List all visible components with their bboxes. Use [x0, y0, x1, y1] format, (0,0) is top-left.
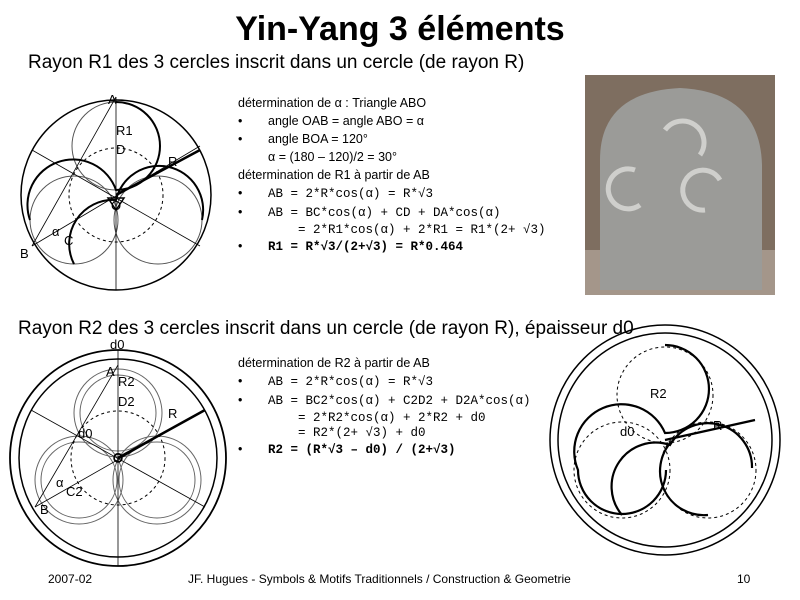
formula-line: = 2*R2*cos(α) + 2*R2 + d0 [298, 411, 486, 425]
footer-date: 2007-02 [48, 572, 93, 586]
right-label-r: R [713, 418, 722, 433]
stone-photo [585, 75, 775, 295]
formula-result: R1 = R*√3/(2+√3) = R*0.464 [268, 240, 464, 254]
label-d2: D2 [118, 394, 135, 409]
formula-line: AB = 2*R*cos(α) = R*√3 [268, 187, 434, 201]
label-a-2: A [106, 364, 115, 379]
outer-circle-3 [549, 324, 781, 556]
slide-title: Yin-Yang 3 éléments [235, 10, 565, 48]
label-o-2: O [113, 450, 123, 465]
text-line: détermination de R1 à partir de AB [238, 168, 430, 182]
label-alpha-2: α [56, 475, 64, 490]
label-c2: C2 [66, 484, 83, 499]
inner-circle-left [29, 175, 119, 265]
formula-line: AB = BC2*cos(α) + C2D2 + D2A*cos(α) [268, 394, 531, 408]
section2-subtitle: Rayon R2 des 3 cercles inscrit dans un c… [18, 318, 634, 339]
formula-line: = 2*R1*cos(α) + 2*R1 = R1*(2+ √3) [298, 223, 546, 237]
text-line: détermination de α : Triangle ABO [238, 96, 427, 110]
label-d0-top: d0 [110, 337, 124, 352]
label-b-2: B [40, 502, 49, 517]
text-line: α = (180 – 120)/2 = 30° [268, 150, 397, 164]
r1-derivation: détermination de α : Triangle ABO •angle… [238, 96, 546, 254]
label-r1: R1 [116, 123, 133, 138]
label-d0: d0 [78, 426, 92, 441]
text-line: angle BOA = 120° [268, 132, 368, 146]
r2-derivation: détermination de R2 à partir de AB •AB =… [238, 356, 531, 457]
label-r: R [168, 154, 177, 169]
label-d: D [116, 142, 125, 157]
label-o: O [111, 198, 121, 213]
label-a: A [108, 92, 117, 107]
formula-line: AB = 2*R*cos(α) = R*√3 [268, 375, 434, 389]
label-c: C [64, 233, 73, 248]
text-line: détermination de R2 à partir de AB [238, 356, 430, 370]
page-number: 10 [737, 572, 751, 586]
formula-line: AB = BC*cos(α) + CD + DA*cos(α) [268, 206, 501, 220]
right-label-d0: d0 [620, 424, 634, 439]
text-line: angle OAB = angle ABO = α [268, 114, 424, 128]
section1-subtitle: Rayon R1 des 3 cercles inscrit dans un c… [28, 52, 525, 73]
label-r2: R2 [118, 374, 135, 389]
formula-line: = R2*(2+ √3) + d0 [298, 426, 426, 440]
label-r-2: R [168, 406, 177, 421]
label-alpha: α [52, 224, 60, 239]
formula-result: R2 = (R*√3 – d0) / (2+√3) [268, 443, 456, 457]
footer-credit: JF. Hugues - Symbols & Motifs Traditionn… [188, 572, 571, 586]
label-b: B [20, 246, 29, 261]
right-label-r2: R2 [650, 386, 667, 401]
